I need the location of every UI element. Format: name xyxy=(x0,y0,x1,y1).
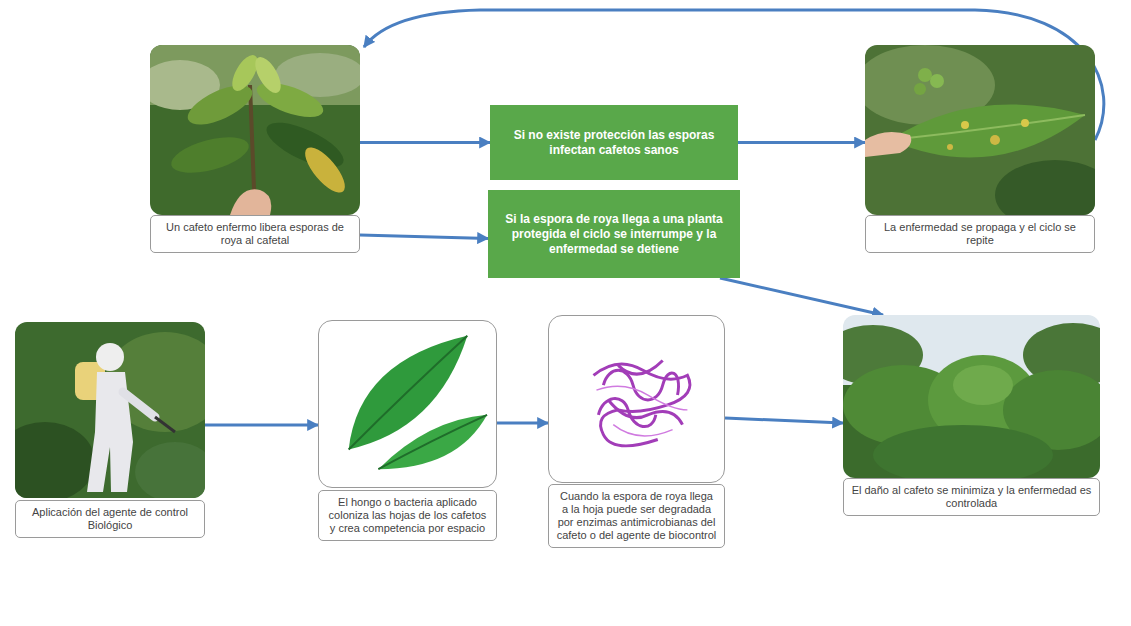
caption-text: Cuando la espora de roya llega a la hoja… xyxy=(556,490,717,542)
flow-arrow xyxy=(497,422,548,425)
flow-arrow xyxy=(205,424,318,427)
sprayer-photo xyxy=(15,322,205,498)
image-card: La enfermedad se propaga y el ciclo se r… xyxy=(865,45,1095,253)
sick-coffee-illustration xyxy=(150,45,360,215)
caption-box: Aplicación del agente de control Biológi… xyxy=(15,500,205,538)
leaves-illustration xyxy=(319,321,496,487)
rust-leaf-illustration xyxy=(865,45,1095,215)
caption-text: El hongo o bacteria aplicado coloniza la… xyxy=(326,496,489,535)
condition-text: Si no existe protección las esporas infe… xyxy=(500,128,728,158)
caption-box: La enfermedad se propaga y el ciclo se r… xyxy=(865,215,1095,253)
image-card: Un cafeto enfermo libera esporas de roya… xyxy=(150,45,360,253)
flow-arrow xyxy=(720,278,883,315)
caption-text: La enfermedad se propaga y el ciclo se r… xyxy=(873,221,1087,247)
caption-box: Cuando la espora de roya llega a la hoja… xyxy=(548,484,725,548)
enzyme-frame xyxy=(548,315,725,483)
image-card: Aplicación del agente de control Biológi… xyxy=(15,322,205,538)
caption-text: El daño al cafeto se minimiza y la enfer… xyxy=(851,484,1092,510)
rust-leaf-photo xyxy=(865,45,1095,215)
healthy-field-illustration xyxy=(843,315,1100,478)
leaves-frame xyxy=(318,320,497,488)
caption-text: Un cafeto enfermo libera esporas de roya… xyxy=(158,221,352,247)
condition-box: Si la espora de roya llega a una planta … xyxy=(488,190,740,278)
caption-text: Aplicación del agente de control Biológi… xyxy=(23,506,197,532)
flow-arrow xyxy=(725,418,843,423)
flow-arrow xyxy=(360,141,490,144)
image-card: El hongo o bacteria aplicado coloniza la… xyxy=(318,320,497,541)
caption-box: Un cafeto enfermo libera esporas de roya… xyxy=(150,215,360,253)
condition-text: Si la espora de roya llega a una planta … xyxy=(498,212,730,257)
healthy-field-photo xyxy=(843,315,1100,478)
flow-arrow xyxy=(360,235,488,238)
image-card: El daño al cafeto se minimiza y la enfer… xyxy=(843,315,1100,516)
enzyme-illustration xyxy=(549,316,724,482)
sprayer-illustration xyxy=(15,322,205,498)
condition-box: Si no existe protección las esporas infe… xyxy=(490,105,738,180)
sick-coffee-photo xyxy=(150,45,360,215)
caption-box: El daño al cafeto se minimiza y la enfer… xyxy=(843,478,1100,516)
image-card: Cuando la espora de roya llega a la hoja… xyxy=(548,315,725,548)
flow-arrow xyxy=(738,141,865,144)
caption-box: El hongo o bacteria aplicado coloniza la… xyxy=(318,490,497,541)
